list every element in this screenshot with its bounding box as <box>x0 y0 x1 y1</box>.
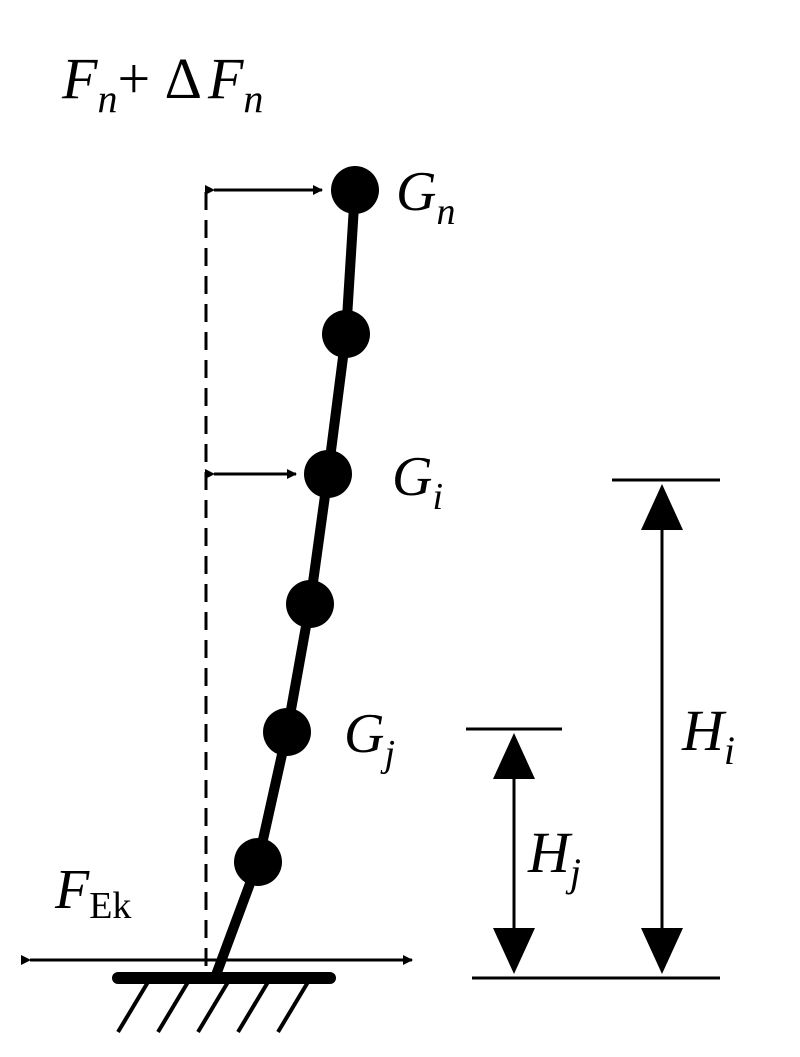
mass-node <box>322 310 370 358</box>
top-force-plus-delta: + Δ <box>117 46 202 111</box>
mass-node-i <box>304 450 352 498</box>
label-gn-G: G <box>396 161 436 223</box>
top-force-F: F <box>61 46 98 111</box>
mass-node-j <box>263 708 311 756</box>
label-hj: Hj <box>527 820 581 895</box>
mass-node <box>234 838 282 886</box>
label-gj: Gj <box>344 703 395 775</box>
label-gj-G: G <box>344 703 384 765</box>
label-hj-H: H <box>527 820 573 885</box>
mass-node-n <box>331 166 379 214</box>
top-force-F2: F <box>207 46 244 111</box>
label-hi-H: H <box>681 698 727 763</box>
label-gi-G: G <box>392 446 432 508</box>
height-i-arrow <box>641 484 683 974</box>
height-j-arrow <box>493 733 535 974</box>
label-hi: Hi <box>681 698 735 773</box>
top-force-n2: n <box>243 76 263 121</box>
mass-node <box>286 580 334 628</box>
label-gi-sub: i <box>432 476 443 518</box>
ground-hatching <box>116 980 310 1034</box>
label-gn: Gn <box>396 161 455 233</box>
label-gn-sub: n <box>436 191 455 233</box>
label-base-force-sub: Ek <box>89 885 131 927</box>
label-base-force-F: F <box>54 859 90 921</box>
label-gi: Gi <box>392 446 443 518</box>
label-hj-sub: j <box>565 850 581 895</box>
top-force-n: n <box>97 76 117 121</box>
label-hi-sub: i <box>724 728 735 773</box>
label-base-force: FEk <box>54 859 131 927</box>
